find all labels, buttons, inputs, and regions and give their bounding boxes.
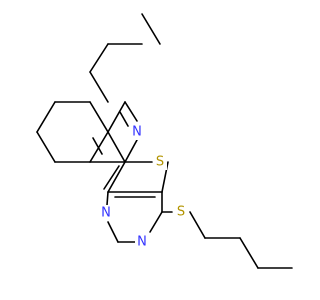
- bond: [103, 165, 120, 190]
- bond: [89, 71, 109, 103]
- atom-n-pyrimidine-lower: N: [137, 235, 147, 250]
- atom-labels: N S N N S: [99, 124, 188, 250]
- bond: [141, 13, 161, 45]
- bond: [107, 131, 126, 163]
- label-mask: [135, 234, 149, 250]
- bond: [149, 211, 163, 233]
- bond: [107, 221, 119, 243]
- bond: [239, 237, 259, 269]
- bond: [107, 161, 126, 193]
- label-mask: [130, 124, 144, 140]
- bond: [36, 131, 56, 163]
- bond: [92, 137, 103, 155]
- bond: [89, 43, 109, 73]
- bond: [89, 101, 109, 133]
- bond: [189, 211, 206, 239]
- molecule-structure: N S N N S: [36, 13, 293, 269]
- atom-n-pyrimidine-upper: N: [101, 206, 111, 221]
- label-mask: [99, 205, 113, 221]
- atom-s-thiophene: S: [156, 155, 164, 170]
- bond: [106, 191, 109, 206]
- bond: [107, 101, 126, 133]
- bond: [124, 101, 138, 122]
- bonds: [36, 13, 293, 269]
- bond: [36, 101, 56, 133]
- bond: [119, 111, 129, 127]
- bond: [124, 139, 138, 163]
- label-mask: [153, 154, 167, 170]
- atom-s-thioether: S: [177, 205, 185, 220]
- bond: [89, 131, 109, 163]
- label-mask: [174, 204, 188, 220]
- atom-n-pyridine: N: [132, 125, 142, 140]
